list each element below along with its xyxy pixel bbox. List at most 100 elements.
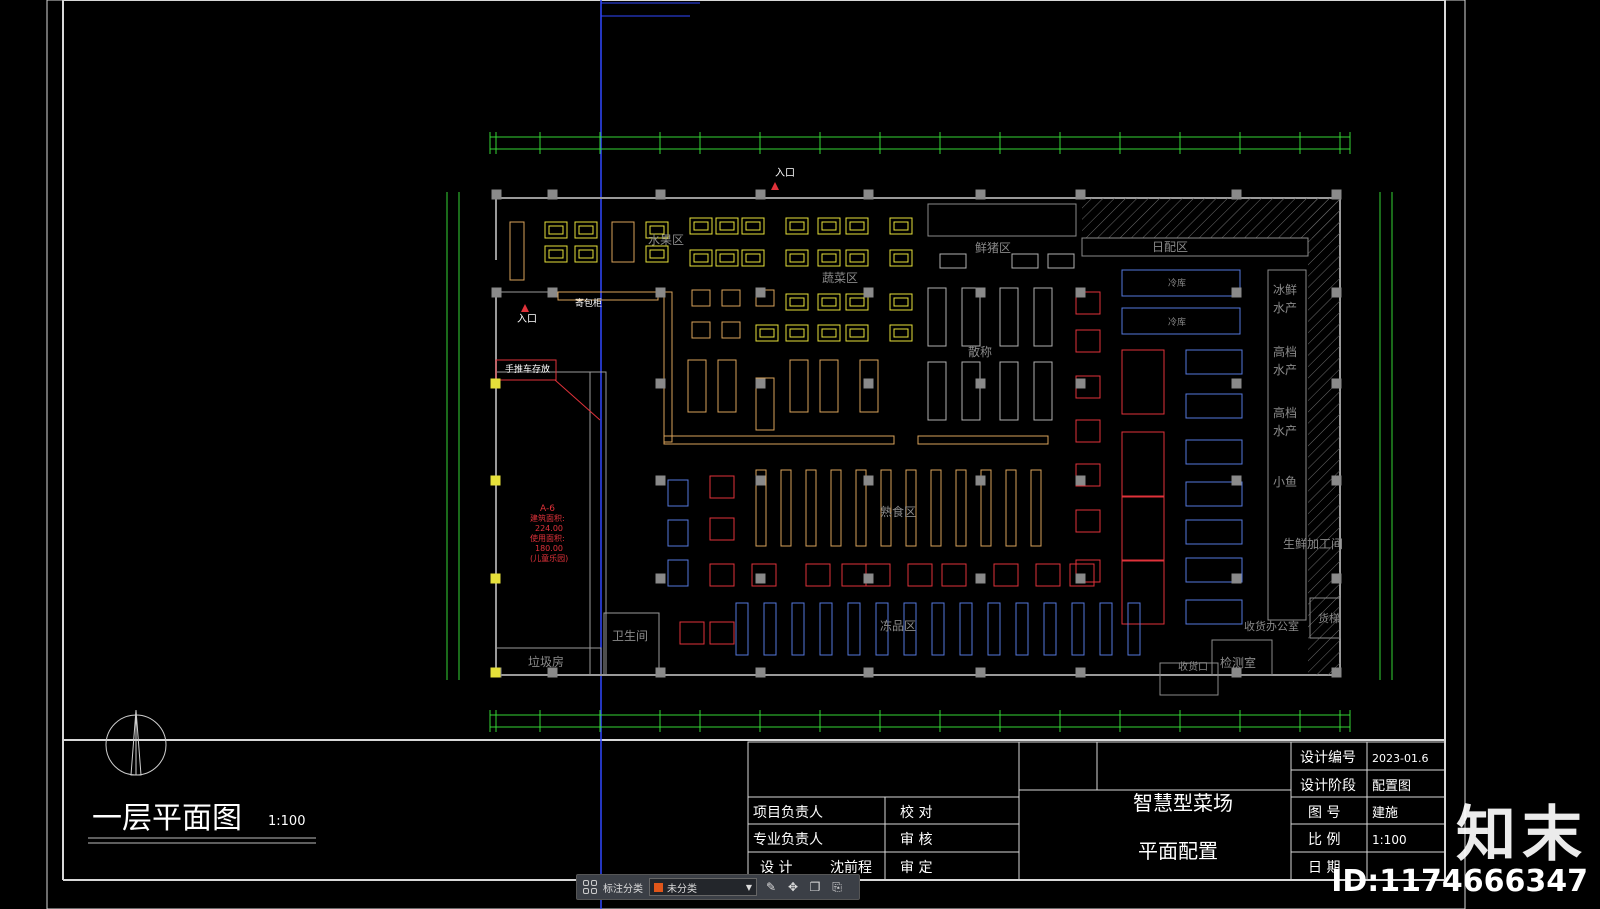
produce-stand: [755, 324, 779, 342]
label-garbage-room: 垃圾房: [528, 654, 564, 669]
label-small-fish: 小鱼: [1273, 475, 1297, 489]
produce-stand-inner: [649, 249, 665, 259]
label-area-line1: 建筑面积:: [530, 513, 565, 523]
produce-stand-inner: [745, 221, 761, 231]
produce-stand: [544, 245, 568, 263]
brand-id: ID:1174666347: [1331, 864, 1588, 899]
dimension-lines: [446, 136, 1393, 728]
column: [863, 475, 874, 486]
brand-watermark: 知末 ID:1174666347: [1331, 805, 1588, 899]
produce-stand: [645, 245, 669, 263]
display-case: [993, 563, 1019, 587]
weighing-table: [961, 361, 981, 421]
column: [863, 287, 874, 298]
column: [1075, 378, 1086, 389]
column: [1231, 189, 1242, 200]
produce-stand: [785, 217, 809, 235]
label-frozen-zone: 冻品区: [880, 618, 916, 633]
produce-stand-inner: [693, 253, 709, 263]
produce-stand-inner: [759, 328, 775, 338]
column: [975, 667, 986, 678]
column: [863, 573, 874, 584]
copy-icon[interactable]: ❐: [809, 880, 821, 894]
column: [755, 378, 766, 389]
column: [655, 287, 666, 298]
design-no-value: 2023-01.6: [1372, 752, 1428, 765]
paste-icon[interactable]: ⎘: [832, 879, 842, 894]
label-cold-storage-1: 冷库: [1168, 277, 1186, 289]
freezer: [847, 602, 861, 656]
dry-goods-shelf: [805, 469, 817, 547]
produce-stand: [715, 217, 739, 235]
produce-cart: [721, 289, 741, 307]
produce-stand: [845, 217, 869, 235]
produce-stand: [817, 249, 841, 267]
produce-cart: [691, 289, 711, 307]
produce-stand-inner: [548, 249, 564, 259]
brand-logo: 知末: [1456, 800, 1588, 870]
column-marker: [490, 475, 501, 486]
designer-label: 设 计: [760, 860, 792, 876]
dry-goods-shelf: [930, 469, 942, 547]
produce-cart: [691, 321, 711, 339]
column: [1075, 287, 1086, 298]
column: [655, 667, 666, 678]
grid-icon[interactable]: [583, 880, 597, 894]
column: [1331, 667, 1342, 678]
label-weighing: 散称: [968, 344, 992, 359]
display-table: [819, 359, 839, 413]
shelf: [663, 291, 673, 443]
top-annotations: [601, 2, 700, 17]
dry-goods-shelf: [780, 469, 792, 547]
approve-label: 审 定: [900, 860, 932, 876]
category-select[interactable]: 未分类 ▼: [649, 878, 757, 896]
freezer: [987, 602, 1001, 656]
weighing-table: [927, 287, 947, 347]
produce-stand: [574, 221, 598, 239]
label-warehouse: 货梯: [1318, 611, 1340, 625]
column: [491, 189, 502, 200]
produce-stand-inner: [893, 221, 909, 231]
produce-stand-inner: [789, 253, 805, 263]
checkout-counter: [667, 479, 689, 507]
produce-stand: [741, 217, 765, 235]
column: [1231, 475, 1242, 486]
produce-stand-inner: [849, 221, 865, 231]
weighing-table: [1033, 287, 1053, 347]
produce-stand-inner: [719, 221, 735, 231]
display-case: [1075, 291, 1101, 315]
meat-counter: [1121, 559, 1165, 625]
column: [755, 189, 766, 200]
red-display-fixtures: [679, 291, 1165, 645]
produce-stand: [817, 217, 841, 235]
shelving-fixtures: [509, 221, 1049, 547]
column: [655, 573, 666, 584]
checkout-counter: [667, 559, 689, 587]
ratio-label: 比 例: [1308, 832, 1340, 848]
label-entrance-top: 入口: [775, 168, 795, 179]
dry-goods-shelf: [1030, 469, 1042, 547]
produce-stand-inner: [578, 249, 594, 259]
column: [655, 189, 666, 200]
column-marker: [490, 667, 501, 678]
produce-stand-inner: [893, 328, 909, 338]
meat-counter: [1121, 496, 1165, 562]
produce-fixtures: [544, 217, 913, 342]
label-area-note: (儿童乐园): [530, 553, 568, 563]
column: [1075, 667, 1086, 678]
column: [863, 189, 874, 200]
aquatic-tank: [1185, 519, 1243, 545]
edit-icon[interactable]: ✎: [765, 880, 777, 894]
move-icon[interactable]: ✥: [787, 880, 799, 894]
label-receiving-gate: 收货口: [1178, 660, 1208, 673]
column: [755, 667, 766, 678]
hatched-zone-top: [1082, 198, 1340, 238]
produce-stand: [845, 293, 869, 311]
freezer: [819, 602, 833, 656]
produce-stand: [785, 324, 809, 342]
shelf: [557, 291, 659, 301]
dry-goods-shelf: [755, 469, 767, 547]
label-area-value2: 180.00: [535, 544, 563, 553]
produce-stand-inner: [849, 253, 865, 263]
entrance-arrow-top: [771, 182, 779, 190]
